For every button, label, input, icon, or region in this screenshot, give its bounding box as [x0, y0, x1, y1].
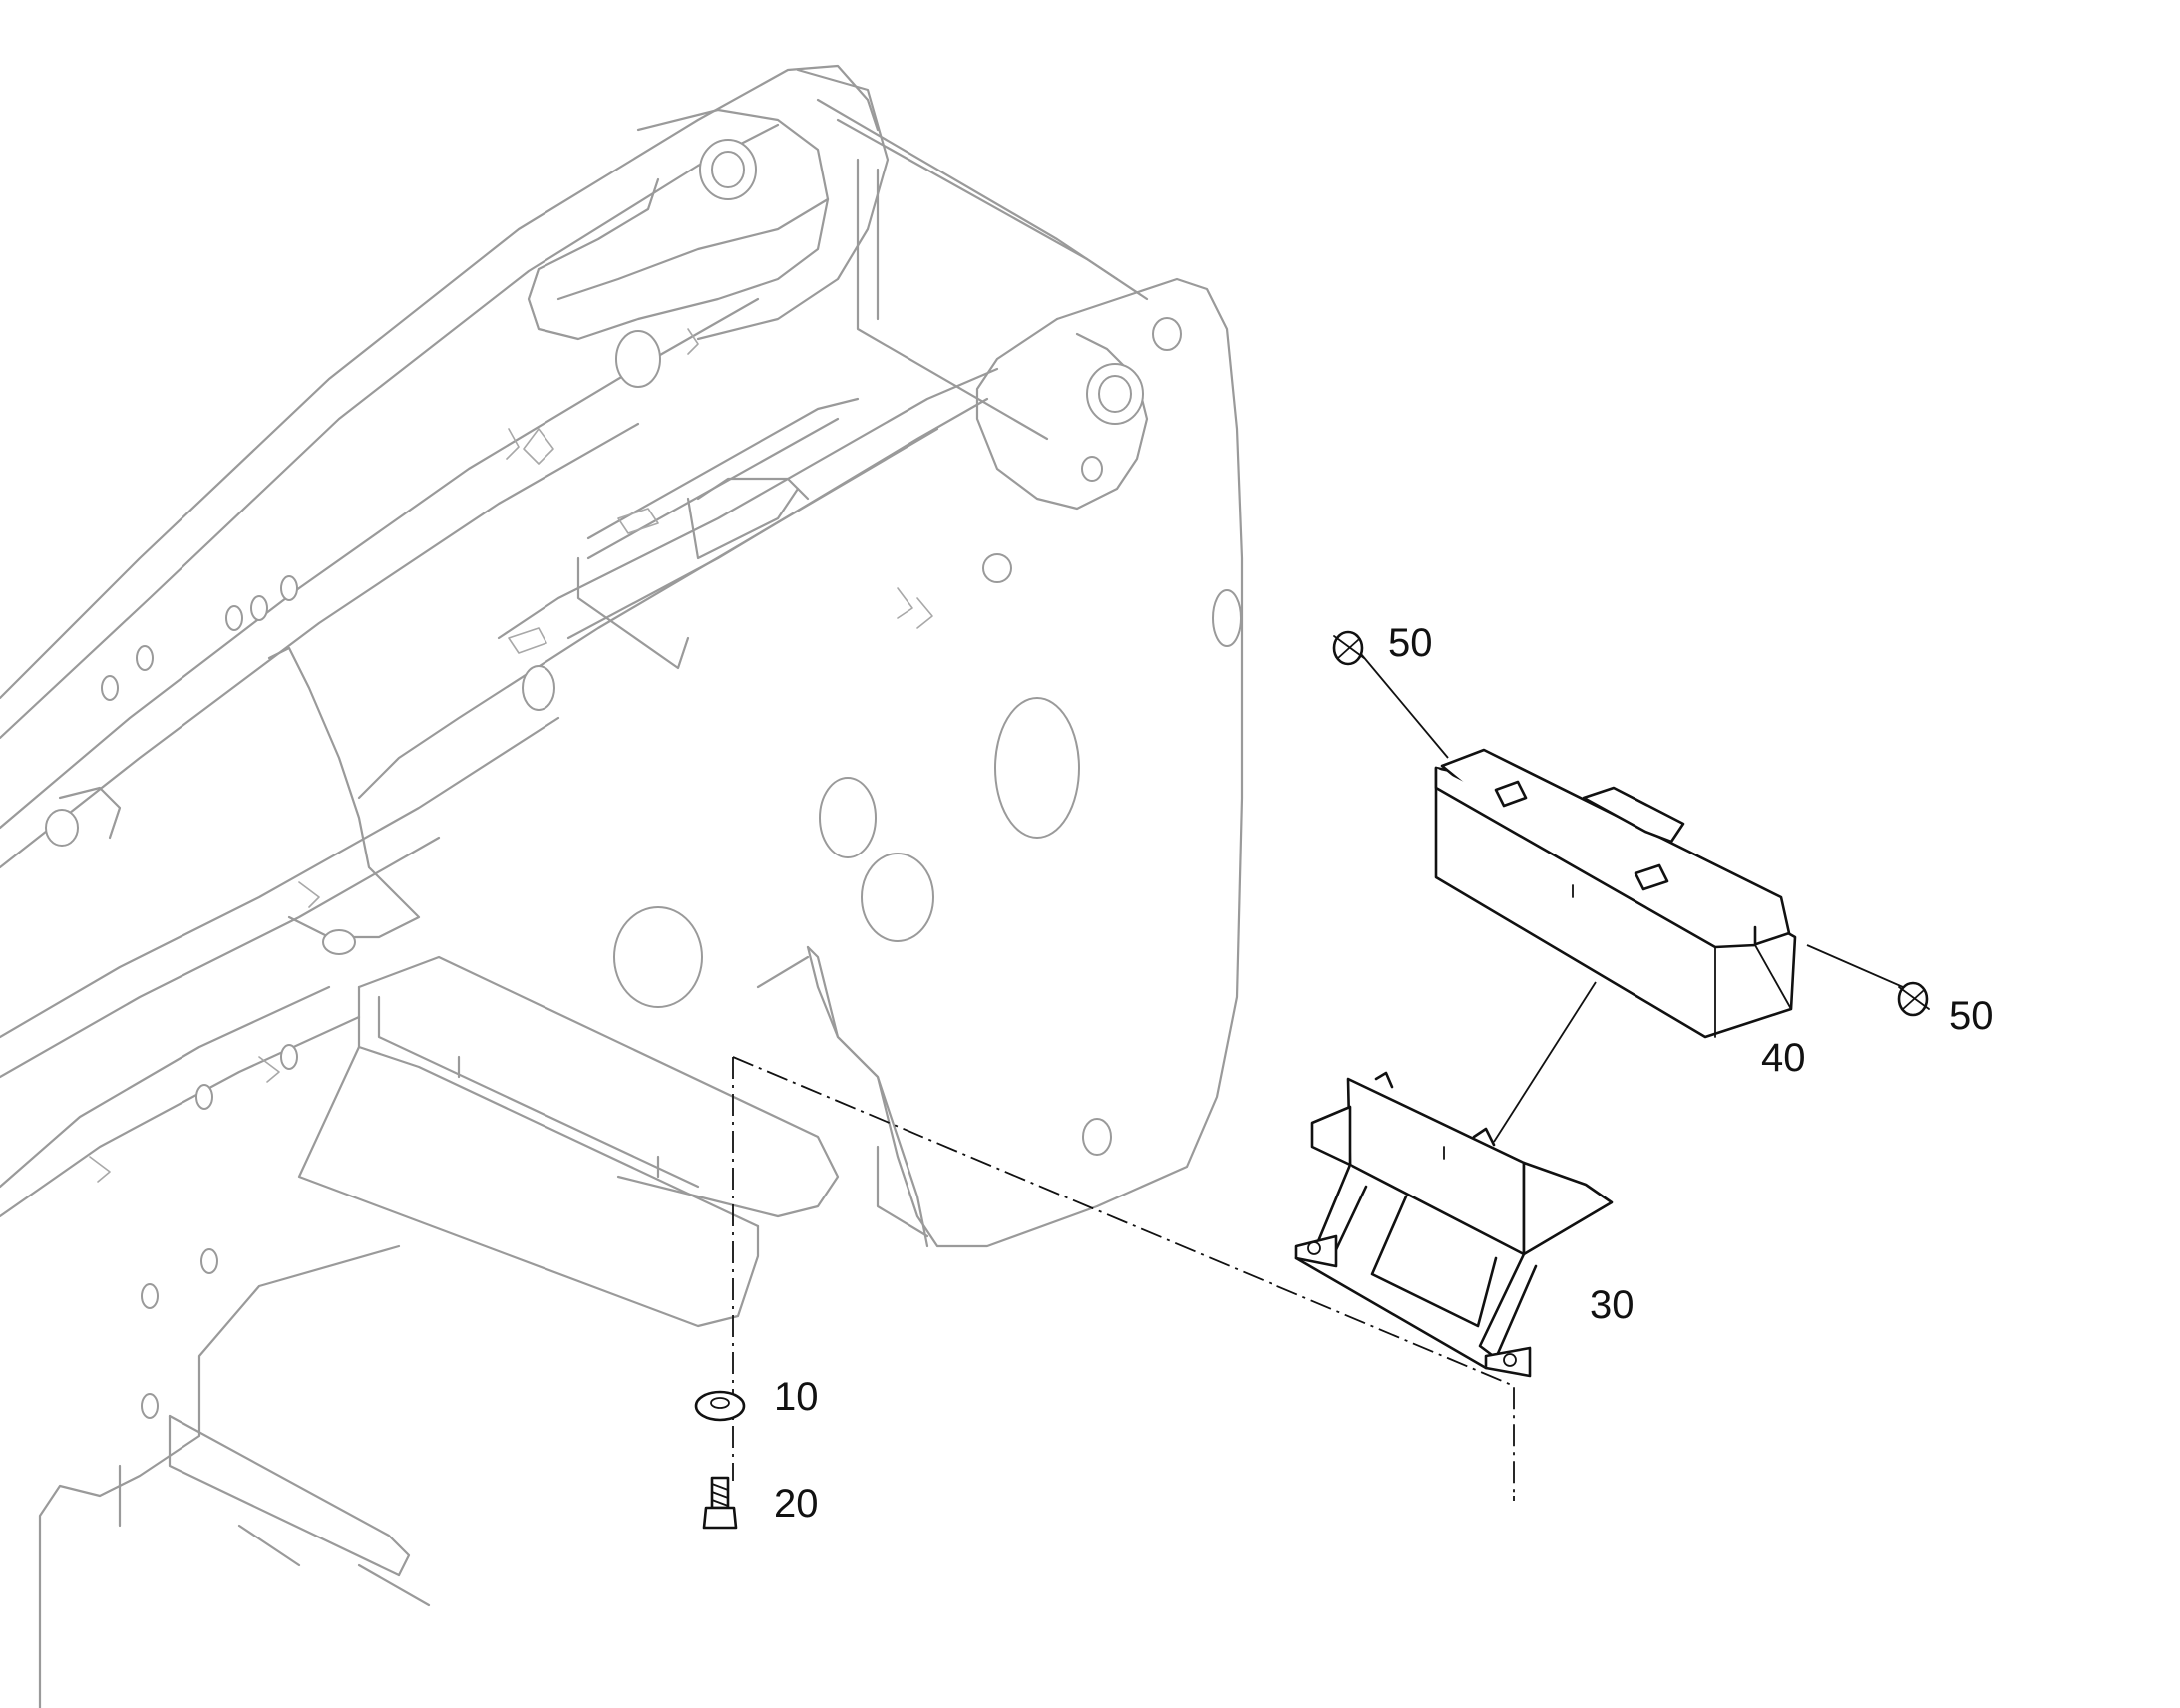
bracket-part[interactable]	[1294, 1071, 1614, 1378]
callout-bolt: 20	[774, 1482, 819, 1526]
leader-50-right	[1806, 944, 1904, 988]
washer-part[interactable]	[694, 1390, 746, 1422]
bolt-part[interactable]	[702, 1476, 738, 1530]
leader-40-30	[1493, 981, 1597, 1143]
assembly-lines	[732, 647, 1904, 1501]
callout-toolbox: 40	[1761, 1036, 1806, 1080]
toolbox-part[interactable]	[1434, 748, 1797, 1039]
latch-part-right[interactable]	[1897, 981, 1930, 1017]
callout-latch-right: 50	[1949, 994, 1994, 1038]
callout-washer: 10	[774, 1375, 819, 1419]
chassis-frame	[0, 64, 1244, 1708]
callout-bracket: 30	[1590, 1283, 1635, 1327]
latch-part-top[interactable]	[1332, 630, 1365, 666]
leader-50-top	[1355, 647, 1449, 759]
callout-latch-top: 50	[1388, 621, 1433, 665]
